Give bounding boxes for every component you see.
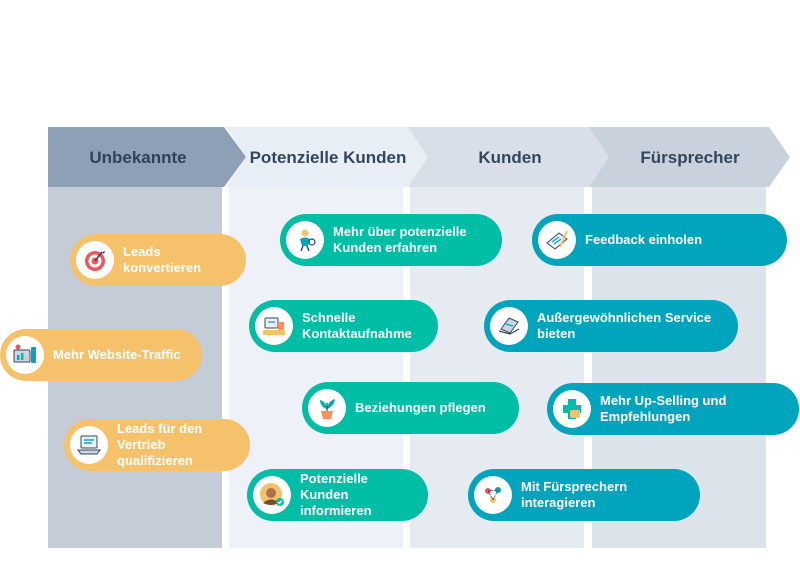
pill-leads-qualifizieren: Leads für den Vertrieb qualifizieren [64, 419, 250, 471]
clipboard-pen-icon [538, 221, 576, 259]
pill-label: Mit Fürsprechern interagieren [521, 479, 628, 510]
analytics-icon [6, 336, 44, 374]
target-icon [76, 241, 114, 279]
pill-label: Mehr über potenzielle Kunden erfahren [333, 224, 467, 255]
pill-service: Außergewöhnlichen Service bieten [484, 300, 738, 352]
pill-label: Mehr Up-Selling und Empfehlungen [600, 393, 727, 424]
laptop-checklist-icon [70, 426, 108, 464]
stage-label: Fürsprecher [640, 147, 740, 167]
handshake-icon [553, 390, 591, 428]
stage-kunden: Kunden [408, 127, 611, 187]
person-research-icon [286, 221, 324, 259]
pill-informieren: Potenzielle Kunden informieren [247, 469, 428, 521]
pill-leads-konvertieren: Leads konvertieren [70, 234, 246, 286]
people-network-icon [474, 476, 512, 514]
pill-kontaktaufnahme: Schnelle Kontaktaufnahme [249, 300, 438, 352]
stage-label: Potenzielle Kunden [249, 147, 407, 167]
pill-upselling: Mehr Up-Selling und Empfehlungen [547, 383, 799, 435]
laptop-service-icon [490, 307, 528, 345]
pill-label: Beziehungen pflegen [355, 400, 486, 415]
stage-fuersprecher: Fürsprecher [589, 127, 790, 187]
pill-beziehungen: Beziehungen pflegen [302, 382, 519, 434]
pill-label: Feedback einholen [585, 232, 703, 247]
avatar-check-icon [253, 476, 291, 514]
stage-label: Kunden [478, 147, 542, 167]
pill-label: Potenzielle Kunden informieren [300, 471, 372, 518]
stage-potenzielle-kunden: Potenzielle Kunden [226, 127, 431, 187]
pill-feedback: Feedback einholen [532, 214, 787, 266]
pill-label: Leads für den Vertrieb qualifizieren [117, 421, 203, 468]
pill-fuersprecher: Mit Fürsprechern interagieren [468, 469, 700, 521]
pill-label: Leads konvertieren [123, 244, 202, 275]
pill-label: Mehr Website-Traffic [53, 347, 181, 362]
pill-website-traffic: Mehr Website-Traffic [0, 329, 202, 381]
desk-phone-icon [255, 307, 293, 345]
pill-label: Schnelle Kontaktaufnahme [302, 310, 412, 341]
pill-label: Außergewöhnlichen Service bieten [537, 310, 712, 341]
pill-kunden-erfahren: Mehr über potenzielle Kunden erfahren [280, 214, 502, 266]
stage-unbekannte: Unbekannte [48, 127, 246, 187]
stage-label: Unbekannte [89, 147, 187, 167]
plant-icon [308, 389, 346, 427]
